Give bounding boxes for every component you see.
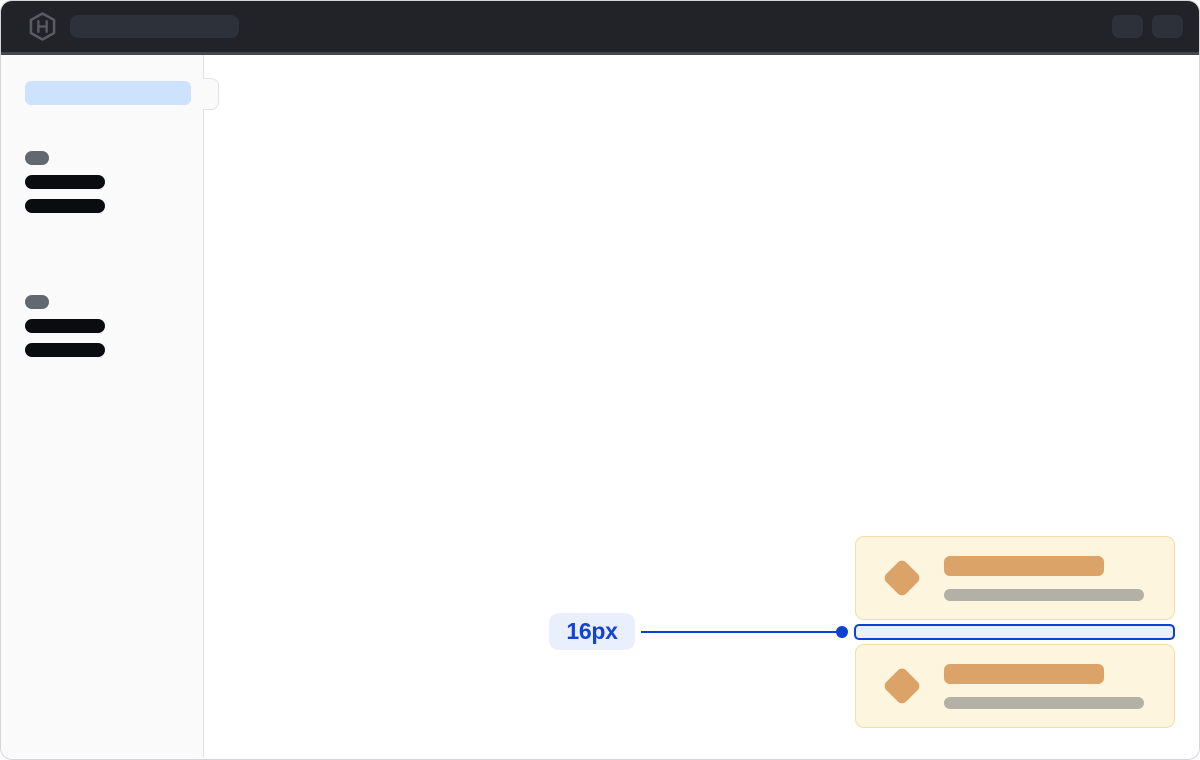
card-text-skeletons	[944, 555, 1144, 601]
sidebar-collapse-handle[interactable]	[201, 78, 219, 110]
card-text-skeletons	[944, 663, 1144, 709]
sidebar	[1, 55, 219, 758]
sidebar-item-skeleton[interactable]	[25, 199, 105, 213]
card-title-skeleton	[944, 555, 1104, 576]
spacing-measure-label: 16px	[549, 613, 635, 650]
list-card-1[interactable]	[855, 536, 1175, 620]
topbar	[1, 1, 1199, 55]
list-card-2[interactable]	[855, 644, 1175, 728]
topbar-action-skeleton-1[interactable]	[1112, 15, 1143, 38]
body-row: 16px	[1, 55, 1199, 758]
diamond-icon	[882, 558, 922, 598]
card-title-skeleton	[944, 663, 1104, 684]
sidebar-item-skeleton[interactable]	[25, 175, 105, 189]
search-input-skeleton[interactable]	[70, 15, 239, 38]
topbar-actions	[1112, 15, 1183, 38]
sidebar-section-label-skeleton	[25, 151, 49, 165]
hashicorp-logo-icon	[29, 12, 56, 41]
diamond-icon	[882, 666, 922, 706]
main-content: 16px	[204, 55, 1199, 758]
sidebar-item-skeleton[interactable]	[25, 319, 105, 333]
spacing-measure-dot	[836, 626, 848, 638]
sidebar-item-skeleton[interactable]	[25, 343, 105, 357]
topbar-action-skeleton-2[interactable]	[1152, 15, 1183, 38]
spacing-measure-line	[641, 631, 837, 633]
card-subtitle-skeleton	[944, 588, 1144, 601]
spacing-gap-highlight	[854, 624, 1175, 640]
card-subtitle-skeleton	[944, 696, 1144, 709]
sidebar-section-label-skeleton	[25, 295, 49, 309]
sidebar-selected-item-skeleton[interactable]	[25, 81, 191, 105]
